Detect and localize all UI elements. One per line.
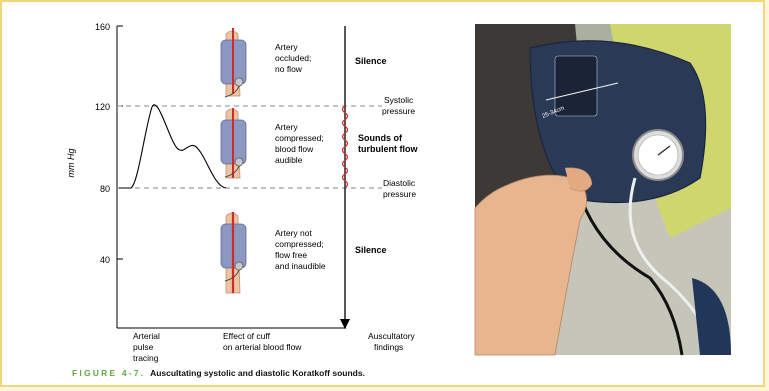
cuff-photo: 25-34cm: [475, 24, 731, 355]
cuff-state-3-line-4: and inaudible: [275, 261, 326, 271]
figure-number: FIGURE 4-7.: [72, 368, 145, 378]
cuff-state-1-line-1: Artery: [275, 42, 298, 52]
cuff-state-2-line-2: compressed;: [275, 133, 324, 143]
figure-caption: FIGURE 4-7. Auscultating systolic and di…: [72, 368, 365, 378]
cuff-state-2-line-1: Artery: [275, 122, 298, 132]
finding-silence-top: Silence: [355, 56, 387, 66]
cuff-not-compressed-illustration: [221, 212, 246, 293]
cuff-state-1-text: Artery occluded; no flow: [275, 42, 314, 74]
diastolic-label-line-1: Diastolic: [383, 178, 416, 188]
figure-panel: 160 120 80 40 mm Hg: [10, 8, 760, 365]
cuff-state-2-text: Artery compressed; blood flow audible: [275, 122, 326, 165]
systolic-label-line-2: pressure: [382, 106, 415, 116]
finding-turbulent-line-2: turbulent flow: [358, 144, 418, 154]
cuff-state-2-line-4: audible: [275, 155, 303, 165]
bottom-label-3-line-2: findings: [374, 342, 403, 352]
bottom-label-2-line-1: Effect of cuff: [223, 331, 271, 341]
cuff-compressed-illustration: [221, 108, 246, 178]
systolic-label-line-1: Systolic: [384, 95, 414, 105]
figure-diagram: 160 120 80 40 mm Hg: [10, 8, 760, 365]
finding-turbulent-line-1: Sounds of: [358, 133, 403, 143]
cuff-state-3-line-1: Artery not: [275, 228, 312, 238]
cuff-occluded-illustration: [221, 28, 246, 97]
bottom-label-1-line-2: pulse: [133, 342, 154, 352]
bottom-label-1-line-3: tracing: [133, 353, 159, 363]
y-axis-label: mm Hg: [66, 149, 76, 178]
finding-turbulent-sounds: Sounds of turbulent flow: [358, 133, 418, 154]
bottom-label-2-line-2: on arterial blood flow: [223, 342, 302, 352]
caption-text: Auscultating systolic and diastolic Kora…: [150, 368, 365, 378]
y-tick-160: 160: [95, 22, 110, 32]
cuff-state-1-line-2: occluded;: [275, 53, 311, 63]
y-tick-80: 80: [100, 184, 110, 194]
diastolic-pressure-label: Diastolic pressure: [383, 178, 418, 199]
cuff-state-1-line-3: no flow: [275, 64, 303, 74]
pulse-tracing: [119, 105, 226, 188]
cuff-state-3-line-2: compressed;: [275, 239, 324, 249]
bottom-label-1-line-1: Arterial: [133, 331, 160, 341]
cuff-state-2-line-3: blood flow: [275, 144, 314, 154]
bottom-label-cuff-effect: Effect of cuff on arterial blood flow: [223, 331, 302, 352]
cuff-state-3-text: Artery not compressed; flow free and ina…: [275, 228, 326, 271]
bottom-label-3-line-1: Auscultatory: [368, 331, 416, 341]
bottom-label-arterial-pulse: Arterial pulse tracing: [133, 331, 162, 363]
diastolic-label-line-2: pressure: [383, 189, 416, 199]
systolic-pressure-label: Systolic pressure: [382, 95, 416, 116]
finding-silence-bottom: Silence: [355, 245, 387, 255]
bottom-label-auscultatory: Auscultatory findings: [368, 331, 417, 352]
y-tick-120: 120: [95, 102, 110, 112]
y-tick-40: 40: [100, 255, 110, 265]
cuff-state-3-line-3: flow free: [275, 250, 307, 260]
